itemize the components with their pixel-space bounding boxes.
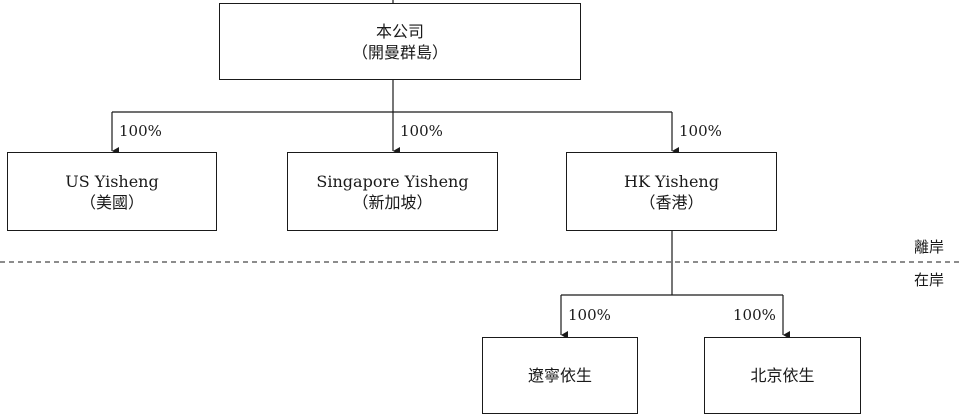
- liaoning-yisheng-box: 遼寧依生: [482, 337, 638, 414]
- root-company-name: 本公司: [375, 21, 424, 41]
- hk-yisheng-jurisdiction: （香港）: [639, 192, 704, 212]
- singapore-yisheng-name: Singapore Yisheng: [316, 171, 469, 191]
- hk-yisheng-name: HK Yisheng: [624, 171, 719, 191]
- us-yisheng-name: US Yisheng: [65, 171, 159, 191]
- pct-label-liaoning-yisheng: 100%: [568, 306, 611, 324]
- hk-yisheng-box: HK Yisheng （香港）: [566, 152, 777, 231]
- pct-label-beijing-yisheng: 100%: [733, 306, 776, 324]
- onshore-label: 在岸: [914, 271, 945, 289]
- beijing-yisheng-box: 北京依生: [704, 337, 861, 414]
- pct-label-hk-yisheng: 100%: [679, 122, 722, 140]
- pct-label-singapore-yisheng: 100%: [400, 122, 443, 140]
- singapore-yisheng-jurisdiction: （新加坡）: [352, 192, 433, 212]
- offshore-label: 離岸: [914, 238, 945, 256]
- pct-label-us-yisheng: 100%: [119, 122, 162, 140]
- us-yisheng-box: US Yisheng （美國）: [7, 152, 217, 231]
- root-company-jurisdiction: （開曼群島）: [351, 42, 448, 62]
- root-company-box: 本公司 （開曼群島）: [219, 3, 581, 80]
- singapore-yisheng-box: Singapore Yisheng （新加坡）: [287, 152, 498, 231]
- liaoning-yisheng-name: 遼寧依生: [527, 366, 592, 385]
- us-yisheng-jurisdiction: （美國）: [79, 192, 144, 212]
- beijing-yisheng-name: 北京依生: [750, 366, 815, 385]
